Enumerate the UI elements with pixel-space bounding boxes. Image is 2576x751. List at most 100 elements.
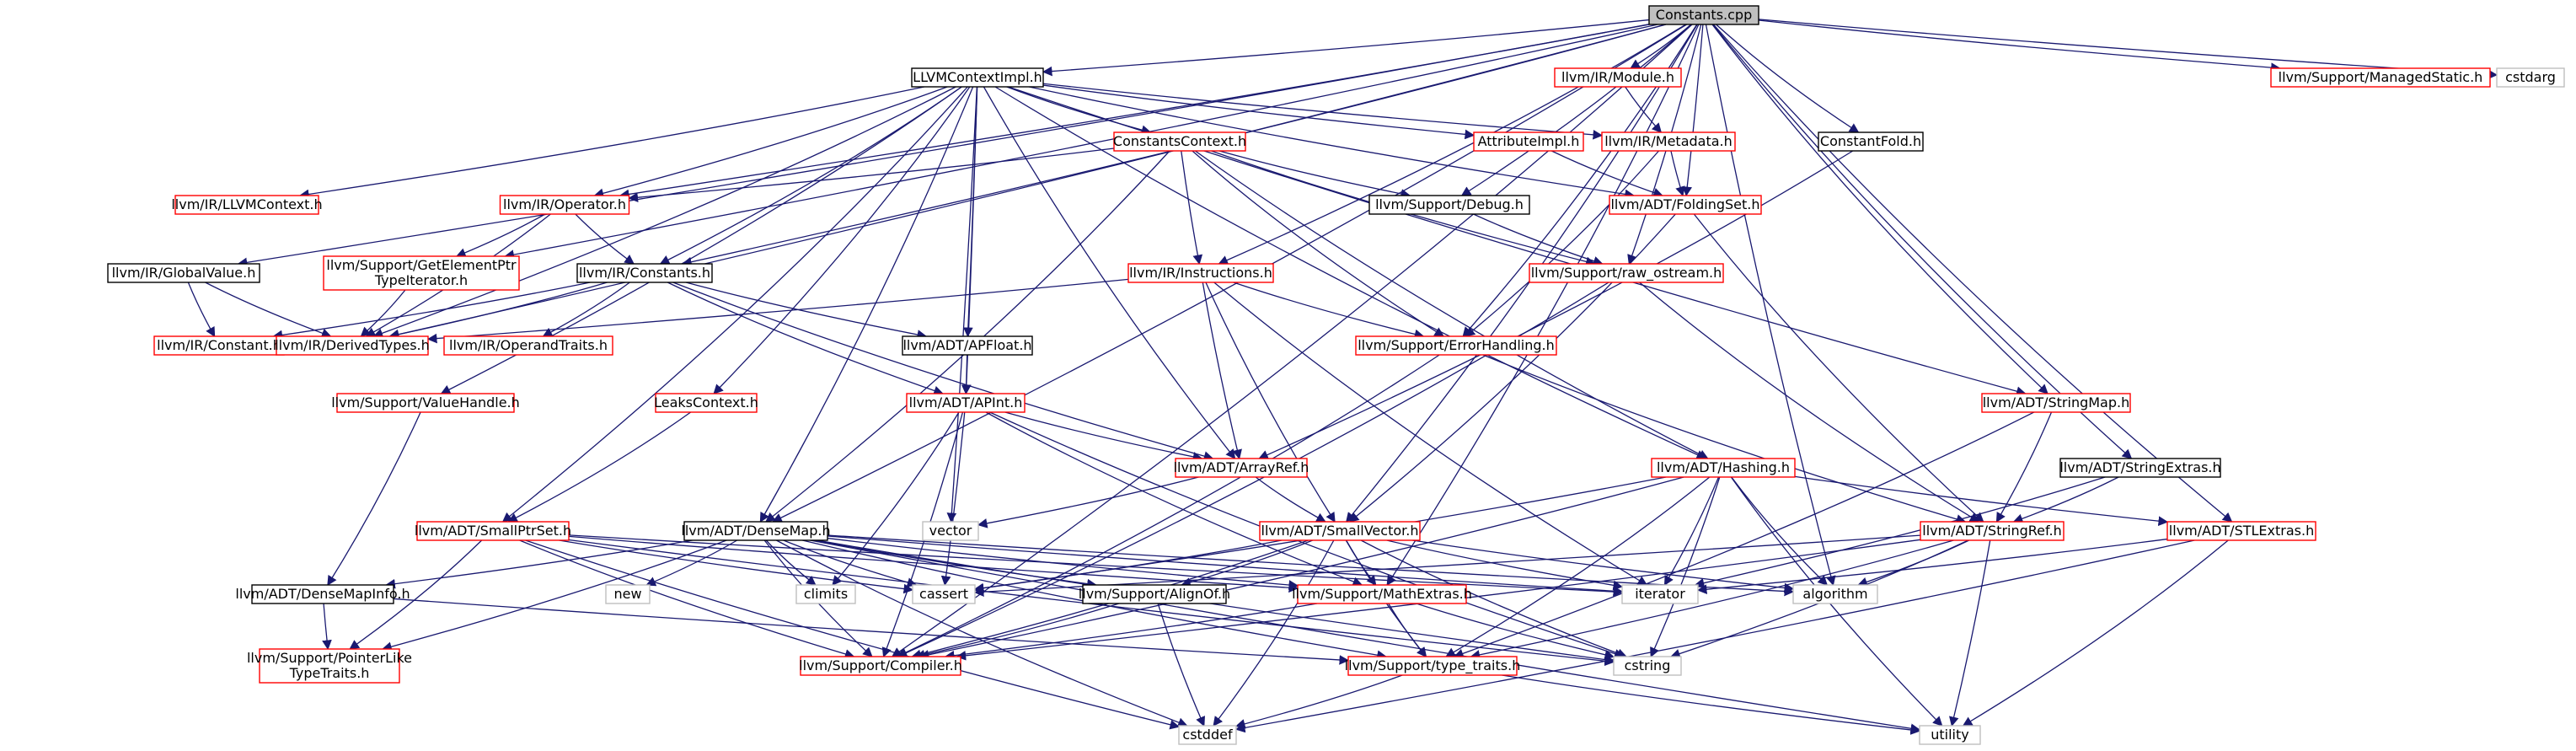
node-smallvector[interactable]: llvm/ADT/SmallVector.h [1259,521,1421,541]
node-label: llvm/IR/Metadata.h [1604,133,1733,149]
node-label: llvm/ADT/FoldingSet.h [1610,196,1759,212]
edge-constants_cpp-to-algorithm [1705,24,1836,587]
edge-stringref-to-utility [1949,539,1991,727]
node-apfloat[interactable]: llvm/ADT/APFloat.h [902,335,1033,356]
node-box [922,521,979,541]
node-ir-constant[interactable]: llvm/IR/Constant.h [153,335,285,356]
edge-densemapinfo-to-pointerlike [322,603,332,651]
node-label: llvm/ADT/APFloat.h [902,337,1031,353]
node-box [1178,725,1237,745]
node-stringref[interactable]: llvm/ADT/StringRef.h [1920,521,2065,541]
node-globalvalue[interactable]: llvm/IR/GlobalValue.h [107,263,260,283]
edge-constants_cpp-to-gep [504,24,1658,260]
node-box [911,67,1044,88]
edge-ir_constants-to-apint [667,282,944,396]
edge-stlextras-to-utility [1962,539,2229,727]
node-box [1554,67,1682,88]
edge-attributeimpl-to-foldingset [1550,150,1663,198]
edge-ir_constants-to-operandtraits [542,282,630,337]
edge-mathextras-to-compiler [944,603,1318,661]
node-stringextras[interactable]: llvm/ADT/StringExtras.h [2059,458,2221,478]
node-box [323,255,520,291]
node-box [1175,458,1308,478]
node-label: llvm/Support/type_traits.h [1345,657,1521,674]
node-label: climits [804,586,848,602]
node-instructions[interactable]: llvm/IR/Instructions.h [1127,263,1274,283]
edge-constants_cpp-to-debug [1460,24,1692,196]
node-apint[interactable]: llvm/ADT/APInt.h [906,393,1026,413]
node-ir-constants[interactable]: llvm/IR/Constants.h [576,263,713,283]
node-operandtraits[interactable]: llvm/IR/OperandTraits.h [443,335,613,356]
node-constantfold[interactable]: ConstantFold.h [1818,131,1924,152]
node-metadata[interactable]: llvm/IR/Metadata.h [1601,131,1736,152]
node-box [605,584,651,604]
edge-stringmap-to-typetraits [1453,411,2035,658]
edge-constants_cpp-to-globalvalue [237,24,1650,268]
node-label: TypeTraits.h [289,665,370,681]
node-label: Constants.cpp [1656,7,1752,23]
node-label: llvm/Support/GetElementPtr [326,257,517,273]
node-debug[interactable]: llvm/Support/Debug.h [1368,195,1530,215]
node-box [800,656,961,676]
node-box [1347,656,1518,676]
node-label: algorithm [1802,586,1867,602]
node-box [2496,67,2565,88]
node-label: LeaksContext.h [654,394,758,410]
edge-densemap-to-climits [765,539,817,586]
edge-llvmcontextimpl-to-leakscontext [713,86,971,394]
node-label: llvm/Support/raw_ostream.h [1531,265,1722,282]
node-compiler[interactable]: llvm/Support/Compiler.h [799,656,962,676]
node-new: new [605,584,651,604]
node-arrayref[interactable]: llvm/ADT/ArrayRef.h [1174,458,1309,478]
node-cassert: cassert [912,584,976,604]
node-box [1818,131,1924,152]
edge-gep-to-derivedtypes [360,289,406,337]
node-managedstatic[interactable]: llvm/Support/ManagedStatic.h [2270,67,2491,88]
node-module[interactable]: llvm/IR/Module.h [1554,67,1682,88]
node-valuehandle[interactable]: llvm/Support/ValueHandle.h [331,393,520,413]
node-hashing[interactable]: llvm/ADT/Hashing.h [1651,458,1796,478]
node-foldingset[interactable]: llvm/ADT/FoldingSet.h [1609,195,1762,215]
node-label: llvm/ADT/StringExtras.h [2059,459,2220,475]
node-derivedtypes[interactable]: llvm/IR/DerivedTypes.h [275,335,430,356]
node-densemap[interactable]: llvm/ADT/DenseMap.h [681,521,831,541]
node-densemapinfo[interactable]: llvm/ADT/DenseMapInfo.h [235,584,410,604]
node-label: llvm/IR/Operator.h [503,196,626,212]
edge-stlextras-to-cstddef [1234,539,2195,733]
node-raw-ostream[interactable]: llvm/Support/raw_ostream.h [1529,263,1724,283]
edge-debug-to-raw_ostream [1473,213,1604,266]
edge-typetraits-to-utility [1502,674,1921,735]
edge-constants_cpp-to-llvmcontextimpl [1042,19,1650,77]
node-cstddef: cstddef [1178,725,1237,745]
node-leakscontext[interactable]: LeaksContext.h [654,393,758,413]
node-constants-cpp[interactable]: Constants.cpp [1648,5,1759,25]
edge-instructions-to-errorhandling [1233,282,1425,340]
node-label: cstddef [1182,727,1233,743]
edge-alignof-to-cstddef [1157,603,1205,727]
node-smallptrset[interactable]: llvm/ADT/SmallPtrSet.h [415,521,571,541]
node-label: llvm/IR/Module.h [1561,69,1674,85]
node-box [576,263,713,283]
node-stringmap[interactable]: llvm/ADT/StringMap.h [1981,393,2131,413]
node-alignof[interactable]: llvm/Support/AlignOf.h [1079,584,1230,604]
node-llvmcontextimpl[interactable]: LLVMContextImpl.h [911,67,1044,88]
node-typetraits[interactable]: llvm/Support/type_traits.h [1345,656,1521,676]
node-constantscontext[interactable]: ConstantsContext.h [1113,131,1246,152]
node-mathextras[interactable]: llvm/Support/MathExtras.h [1292,584,1472,604]
node-llvmcontext[interactable]: llvm/IR/LLVMContext.h [171,195,323,215]
node-box [443,335,613,356]
node-errorhandling[interactable]: llvm/Support/ErrorHandling.h [1355,335,1557,356]
edge-instructions-to-iterator [1213,282,1648,586]
node-label: llvm/ADT/DenseMapInfo.h [235,586,410,602]
node-stlextras[interactable]: llvm/ADT/STLExtras.h [2166,521,2316,541]
node-operator[interactable]: llvm/IR/Operator.h [499,195,630,215]
edge-constants_cpp-to-derivedtypes [388,24,1667,340]
node-label: llvm/IR/GlobalValue.h [112,265,256,281]
node-attributeimpl[interactable]: AttributeImpl.h [1473,131,1584,152]
node-label: llvm/Support/PointerLike [247,650,412,666]
edge-smallvector-to-iterator [1386,539,1624,591]
node-label: AttributeImpl.h [1478,133,1580,149]
